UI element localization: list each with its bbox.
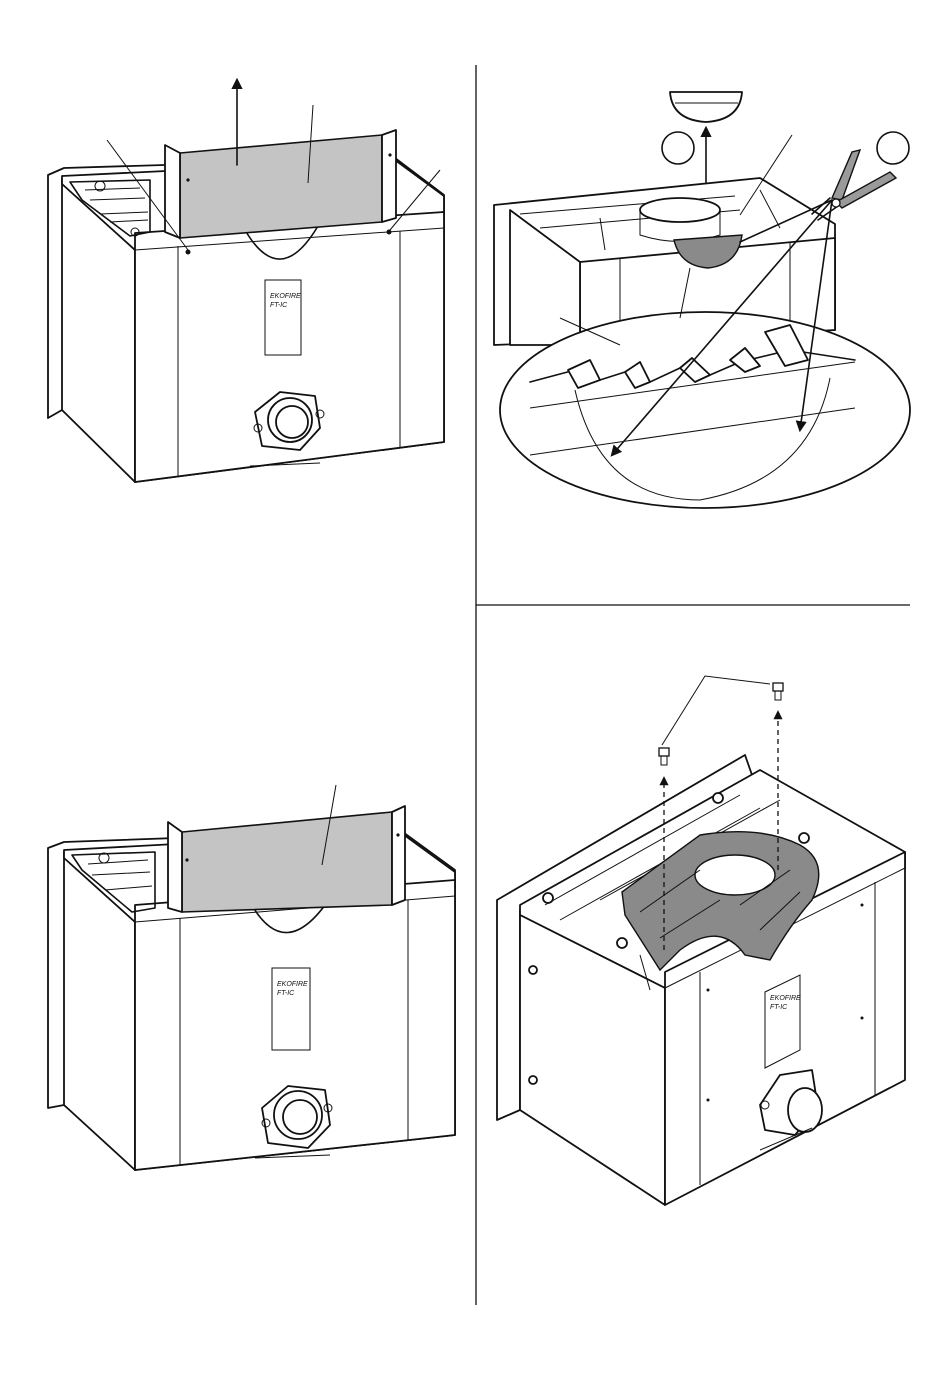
screw-right [387,230,392,235]
detail-magnifier [500,312,910,508]
callout-circle-1 [662,132,694,164]
screw-2 [773,683,783,700]
baffle-panel-fitted [182,812,392,912]
callout-circle-2 [877,132,909,164]
screw-1 [659,748,669,765]
figure-2-cut-panel [494,92,910,508]
product-label-plate [265,280,301,355]
cutout-part [670,92,742,122]
baffle-panel [180,135,382,238]
screw-left [186,250,191,255]
